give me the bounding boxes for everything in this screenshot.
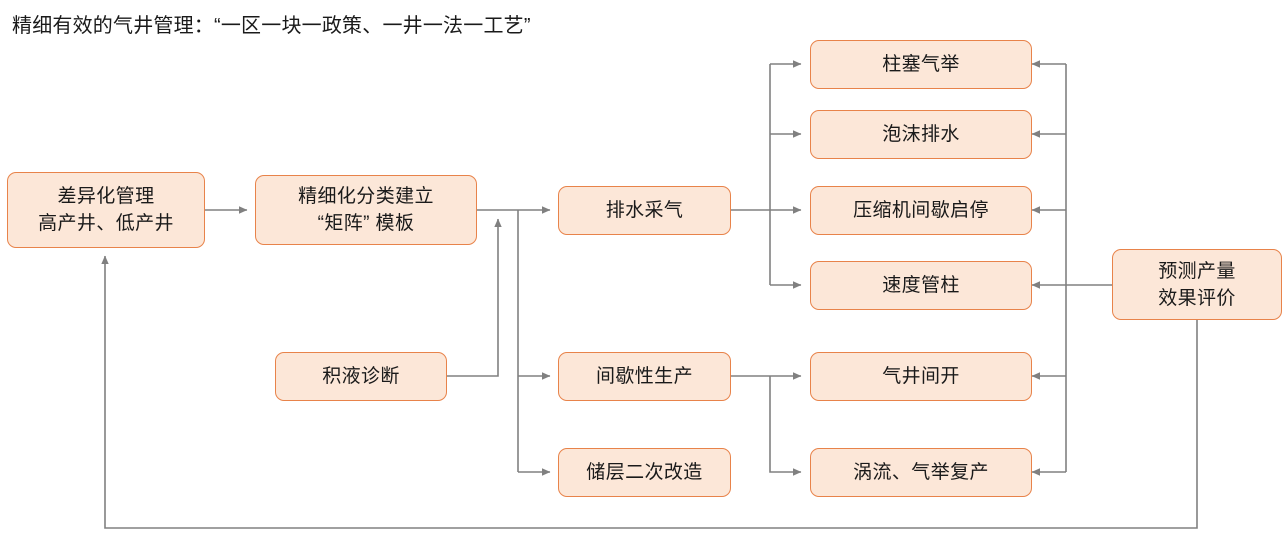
node-liquid-loading-diagnosis[interactable]: 积液诊断 <box>275 352 447 401</box>
node-gas-well-intermittent-open[interactable]: 气井间开 <box>810 352 1032 401</box>
page-title: 精细有效的气井管理：“一区一块一政策、一井一法一工艺” <box>12 15 531 37</box>
node-plunger-gas-lift[interactable]: 柱塞气举 <box>810 40 1032 89</box>
node-matrix-template[interactable]: 精细化分类建立 “矩阵” 模板 <box>255 175 477 245</box>
node-dewatering-gas-production[interactable]: 排水采气 <box>558 186 731 235</box>
node-compressor-intermittent[interactable]: 压缩机间歇启停 <box>810 186 1032 235</box>
node-velocity-string[interactable]: 速度管柱 <box>810 261 1032 310</box>
wire-intermittent-to-vortex <box>769 376 802 476</box>
node-vortex-gas-lift-restore[interactable]: 涡流、气举复产 <box>810 448 1032 497</box>
node-reservoir-restimulation[interactable]: 储层二次改造 <box>558 448 731 497</box>
node-foam-drainage[interactable]: 泡沫排水 <box>810 110 1032 159</box>
node-differentiated-management[interactable]: 差异化管理 高产井、低产井 <box>7 172 205 248</box>
node-forecast-evaluation[interactable]: 预测产量 效果评价 <box>1112 249 1282 320</box>
node-intermittent-production[interactable]: 间歇性生产 <box>558 352 731 401</box>
